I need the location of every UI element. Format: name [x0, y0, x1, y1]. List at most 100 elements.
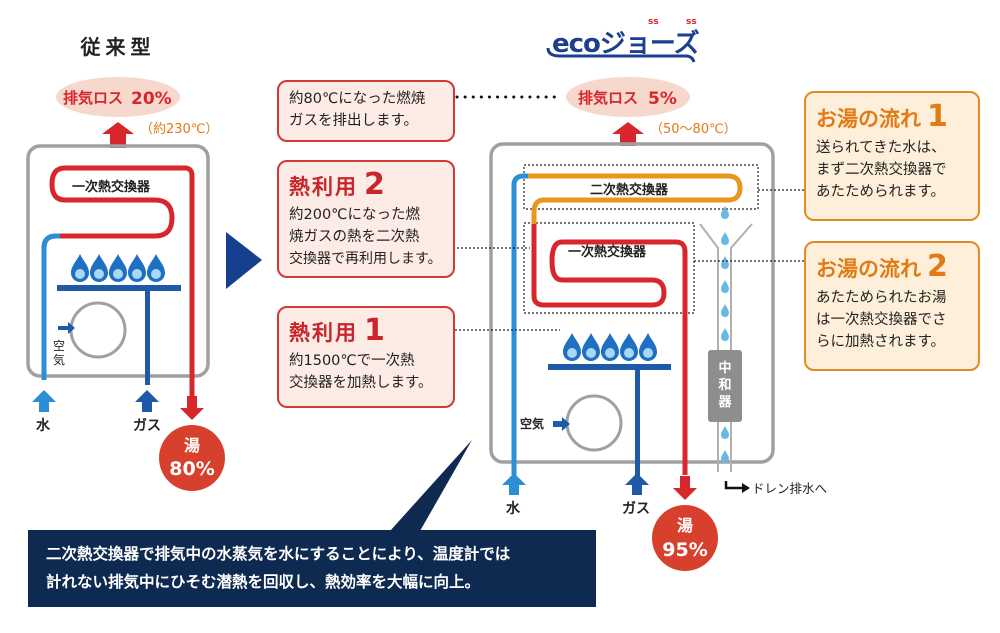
callout-flow-2-line2: は一次熱交換器でさ — [816, 312, 947, 328]
callout-heat-use-2-line2: 焼ガスの熱を二次熱 — [289, 229, 420, 245]
eco-jozu-logo: ecoジョーズ ss ss — [546, 17, 701, 63]
left-fan-icon — [69, 301, 127, 359]
right-exhaust-temp: （50〜80℃） — [650, 122, 737, 137]
secondary-exchanger-frame — [523, 164, 759, 210]
callout-heat-use-1-num: 1 — [364, 313, 387, 348]
summary-banner-line1: 二次熱交換器で排気中の水蒸気を水にすることにより、温度計では — [46, 545, 511, 563]
callout-flow-1-line2: まず二次熱交換器で — [816, 162, 947, 178]
left-unit-casing — [26, 144, 210, 378]
callout-heat-use-1-line2: 交換器を加熱します。 — [289, 375, 433, 391]
neutralizer-char-3: 器 — [717, 395, 732, 410]
callout-heat-use-1-line1: 約1500℃で一次熱 — [289, 353, 415, 369]
right-air-label: 空気 — [520, 416, 544, 431]
callout-heat-use-2-head: 熱利用 — [289, 175, 358, 199]
left-gas-arrow-icon — [135, 390, 159, 412]
neutralizer-char-2: 和 — [718, 377, 731, 393]
right-water-arrow-icon — [502, 473, 526, 495]
comparison-arrow-icon — [226, 232, 262, 289]
left-gas-label: ガス — [133, 418, 161, 434]
left-unit: 従来型 排気ロス 20% （約230℃） 一次熱交換器 空 気 水 ガス — [26, 35, 225, 491]
left-heat-exchanger-pipe — [41, 165, 195, 400]
right-air-arrow-icon — [553, 417, 570, 431]
right-burner-flames — [563, 333, 657, 361]
drain-arrow-icon — [742, 483, 750, 493]
exhaust-loss-label: 排気ロス — [63, 89, 123, 107]
primary-exchanger-label: 一次熱交換器 — [568, 244, 647, 260]
left-hot-water-badge — [159, 425, 225, 491]
right-gas-arrow-icon — [625, 473, 649, 495]
left-hot-water-value: 80% — [169, 458, 214, 480]
exhaust-temp: （約230℃） — [140, 122, 218, 137]
callout-flow-1-line3: あたためられます。 — [816, 184, 946, 200]
exhaust-loss-bubble — [56, 77, 180, 117]
right-unit-casing — [489, 142, 775, 464]
right-hot-water-arrow-icon — [673, 476, 697, 500]
left-burner-bar — [57, 285, 181, 291]
right-hot-water-label: 湯 — [677, 516, 693, 535]
callout-flow-2-line1: あたためられたお湯 — [816, 290, 947, 306]
callout-exhaust-line1: 約80℃になった燃焼 — [289, 91, 426, 107]
drain-arrow-line — [724, 481, 742, 490]
right-gas-label: ガス — [622, 501, 650, 517]
left-hot-water-arrow-icon — [180, 396, 204, 420]
left-air-label-2: 気 — [53, 352, 65, 367]
callout-flow-2-head: お湯の流れ — [816, 257, 921, 281]
callout-heat-use-2-line3: 交換器で再利用します。 — [289, 251, 442, 267]
callout-flow-1-head: お湯の流れ — [816, 107, 921, 131]
summary-banner: 二次熱交換器で排気中の水蒸気を水にすることにより、温度計では 計れない排気中にひ… — [28, 530, 596, 607]
condensate-drops — [721, 206, 729, 463]
right-fan-icon — [565, 394, 623, 452]
callout-flow-2-line3: らに加熱されます。 — [816, 334, 946, 350]
secondary-exchanger-label: 二次熱交換器 — [590, 182, 669, 198]
callout-exhaust-line2: ガスを排出します。 — [289, 113, 419, 129]
neutralizer-char-1: 中 — [718, 360, 731, 376]
left-gas-pipe — [145, 285, 150, 385]
callout-heat-use-2-line1: 約200℃になった燃 — [289, 207, 420, 223]
left-water-arrow-icon — [32, 390, 56, 412]
left-water-label: 水 — [36, 417, 51, 434]
left-water-pipe — [41, 233, 60, 380]
banner-pointer — [390, 440, 472, 531]
callout-exhaust: 約80℃になった燃焼 ガスを排出します。 — [277, 80, 455, 142]
primary-exchanger-pipe — [531, 224, 688, 475]
logo-steam-mark-2: ss — [686, 17, 697, 27]
right-exhaust-up-arrow-icon — [612, 122, 644, 146]
drain-label: ドレン排水へ — [752, 481, 827, 496]
summary-banner-line2: 計れない排気中にひそむ潜熱を回収し、熱効率を大幅に向上。 — [46, 573, 481, 591]
logo-steam-mark-1: ss — [648, 17, 659, 27]
right-water-pipe — [511, 173, 530, 475]
exhaust-loss-value: 20% — [131, 89, 172, 109]
left-hot-water-label: 湯 — [184, 436, 200, 455]
callout-heat-use-1-head: 熱利用 — [289, 321, 358, 345]
right-exhaust-loss-value: 5% — [648, 89, 677, 109]
right-water-label: 水 — [506, 500, 521, 517]
right-exhaust-loss-bubble — [566, 77, 690, 117]
neutralizer-box — [708, 350, 742, 422]
left-burner-flames — [71, 254, 165, 282]
right-hot-water-badge — [652, 505, 718, 571]
left-air-label-1: 空 — [53, 339, 65, 353]
right-burner-bar — [548, 364, 671, 370]
right-exhaust-loss-label: 排気ロス — [578, 89, 638, 107]
right-gas-pipe — [635, 364, 640, 476]
primary-exchanger-frame — [523, 222, 695, 314]
right-hot-water-value: 95% — [662, 539, 707, 561]
callout-flow-1-num: 1 — [927, 99, 950, 134]
left-heat-exchanger-label: 一次熱交換器 — [72, 179, 151, 195]
right-unit: ecoジョーズ ss ss 排気ロス 5% （50〜80℃） 二次熱交換器 一次… — [390, 17, 827, 571]
callout-heat-use-2-num: 2 — [364, 167, 387, 202]
callout-flow-2-num: 2 — [927, 249, 950, 284]
left-air-arrow-icon — [58, 322, 75, 334]
logo-text: ecoジョーズ — [552, 28, 700, 59]
left-title: 従来型 — [80, 35, 156, 59]
secondary-exchanger-pipe — [528, 173, 743, 225]
exhaust-up-arrow-icon — [102, 122, 134, 148]
